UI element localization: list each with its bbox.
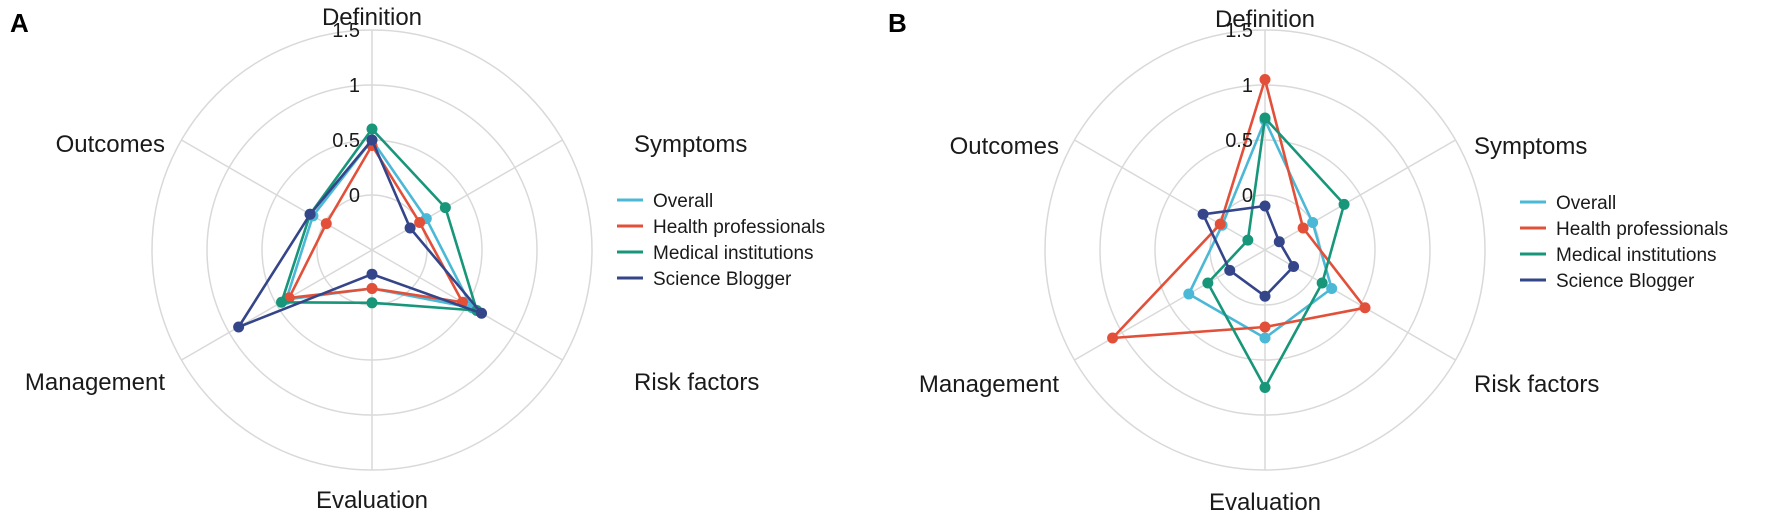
axis-label-risk-factors: Risk factors bbox=[1474, 371, 1599, 398]
axis-label-evaluation: Evaluation bbox=[316, 487, 428, 514]
data-point bbox=[1202, 277, 1214, 289]
data-point bbox=[1242, 234, 1254, 246]
axis-label-symptoms: Symptoms bbox=[1474, 133, 1587, 160]
data-point bbox=[233, 321, 245, 333]
data-point bbox=[414, 217, 426, 228]
panel-letter-a: A bbox=[10, 8, 29, 38]
data-point bbox=[1259, 112, 1271, 124]
data-point bbox=[1288, 261, 1300, 272]
axis-label-outcomes: Outcomes bbox=[56, 131, 165, 158]
panel-letter-b: B bbox=[888, 8, 907, 38]
data-point bbox=[1214, 218, 1226, 230]
grid-spoke bbox=[181, 139, 373, 251]
axis-label-management: Management bbox=[25, 369, 165, 396]
data-point bbox=[1259, 200, 1271, 212]
data-point bbox=[304, 208, 316, 220]
data-point bbox=[320, 218, 332, 230]
axis-label-management: Management bbox=[919, 371, 1059, 398]
grid-spoke bbox=[1074, 139, 1266, 251]
data-point bbox=[1107, 332, 1119, 344]
legend-label: Health professionals bbox=[653, 217, 825, 238]
grid bbox=[1044, 29, 1486, 471]
grid-spoke bbox=[371, 139, 563, 251]
data-point bbox=[366, 123, 378, 135]
axis-label-symptoms: Symptoms bbox=[634, 131, 747, 158]
series-medical bbox=[1202, 112, 1350, 393]
data-point bbox=[366, 134, 378, 146]
series-line bbox=[1201, 204, 1295, 298]
data-point bbox=[276, 296, 288, 308]
data-point bbox=[1273, 236, 1285, 248]
data-point bbox=[1326, 283, 1338, 294]
legend-label: Medical institutions bbox=[1556, 245, 1717, 266]
series-health bbox=[1107, 74, 1371, 344]
series-line bbox=[287, 144, 464, 304]
radial-tick-label: 0 bbox=[349, 185, 360, 207]
data-point bbox=[1197, 208, 1209, 220]
grid-spoke bbox=[1074, 249, 1266, 361]
data-point bbox=[1338, 198, 1350, 210]
data-point bbox=[1224, 264, 1236, 276]
data-point bbox=[404, 222, 416, 234]
data-point bbox=[1259, 332, 1271, 344]
axis-label-definition: Definition bbox=[1215, 6, 1315, 33]
radial-tick-label: 1.5 bbox=[1225, 20, 1253, 42]
axis-label-outcomes: Outcomes bbox=[950, 133, 1059, 160]
legend-label: Science Blogger bbox=[1556, 271, 1695, 292]
data-point bbox=[439, 202, 451, 214]
data-point bbox=[1259, 74, 1271, 85]
grid-spoke bbox=[1264, 139, 1456, 251]
axis-label-evaluation: Evaluation bbox=[1209, 489, 1321, 516]
data-point bbox=[476, 307, 488, 319]
radial-tick-label: 0 bbox=[1242, 185, 1253, 207]
radial-tick-label: 1.5 bbox=[332, 20, 360, 42]
data-point bbox=[1259, 382, 1271, 393]
data-point bbox=[1297, 222, 1309, 234]
radial-tick-label: 0.5 bbox=[1225, 130, 1253, 152]
data-point bbox=[1316, 277, 1328, 289]
legend-label: Medical institutions bbox=[653, 243, 814, 264]
series-blogger bbox=[233, 134, 488, 333]
radial-tick-label: 1 bbox=[1242, 75, 1253, 97]
legend-label: Science Blogger bbox=[653, 269, 792, 290]
data-point bbox=[366, 283, 378, 294]
legend-label: Overall bbox=[1556, 193, 1616, 214]
axis-label-definition: Definition bbox=[322, 4, 422, 31]
grid bbox=[151, 29, 593, 471]
axis-label-risk-factors: Risk factors bbox=[634, 369, 759, 396]
legend-label: Health professionals bbox=[1556, 219, 1728, 240]
radial-tick-label: 1 bbox=[349, 75, 360, 97]
data-point bbox=[1183, 288, 1195, 300]
data-point bbox=[1359, 302, 1371, 314]
data-point bbox=[1259, 321, 1271, 333]
data-point bbox=[1307, 217, 1319, 228]
radial-tick-label: 0.5 bbox=[332, 130, 360, 152]
data-point bbox=[366, 297, 378, 309]
data-point bbox=[366, 268, 378, 280]
series-blogger bbox=[1197, 200, 1300, 302]
legend-label: Overall bbox=[653, 191, 713, 212]
data-point bbox=[1259, 290, 1271, 302]
